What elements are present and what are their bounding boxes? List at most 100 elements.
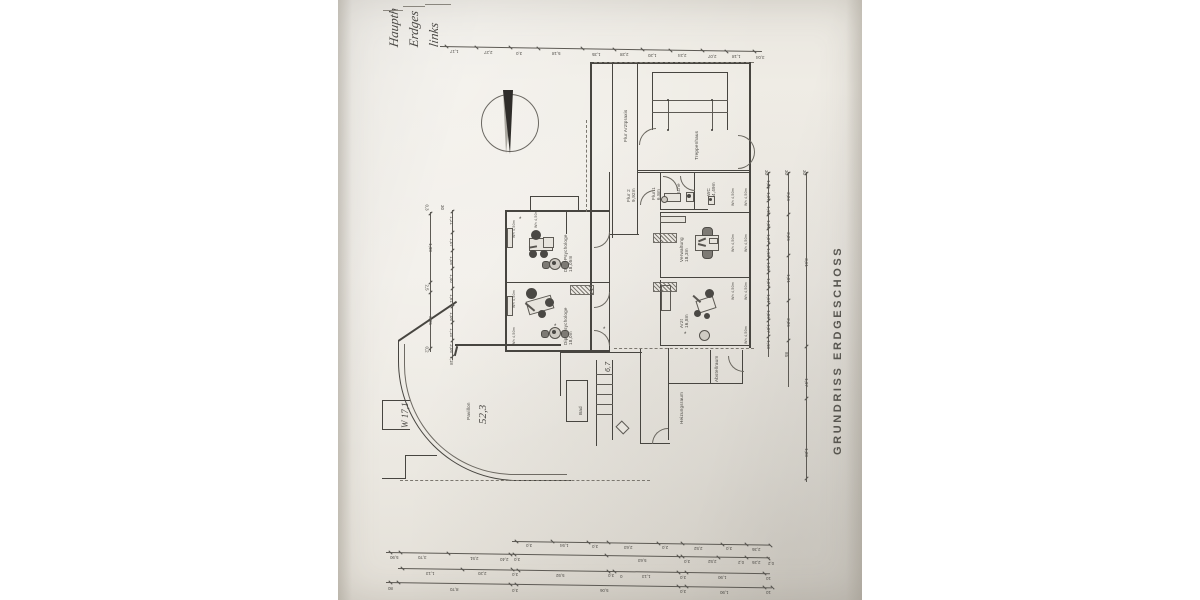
handwriting-underline-3 <box>425 4 451 5</box>
dimension-value: 1,90 <box>718 575 727 580</box>
dimension-value: 1,13 <box>765 248 771 257</box>
dimension-value: 30 <box>439 205 445 210</box>
star-marker: * <box>603 327 606 333</box>
chair-furniture <box>705 289 714 298</box>
chair-furniture <box>526 288 537 299</box>
dimension-value: 3,0 <box>526 543 533 548</box>
radiator <box>507 228 513 248</box>
dimension-value: 2,26 <box>785 232 791 241</box>
dimension-value: 1,90 <box>720 590 729 595</box>
dimension-value: 2,5 <box>424 284 430 291</box>
dimension-value: 3,0 <box>514 557 521 562</box>
wall <box>405 455 437 457</box>
star-marker: * <box>684 332 687 338</box>
wall-label: Wh 4,50m <box>744 188 748 206</box>
wall <box>455 344 561 346</box>
wall-label: Wh 4,50m <box>744 234 748 252</box>
wall <box>660 345 750 347</box>
room-area: 9,92m <box>631 188 636 202</box>
dashed-guideline <box>614 348 754 349</box>
chair-furniture <box>540 250 548 258</box>
wall-label: Wh 4,50m <box>731 234 735 252</box>
stair-wall <box>652 72 728 74</box>
wall <box>694 172 696 210</box>
paper-right-edge-shadow <box>846 0 862 600</box>
dimension-value: 2,27 <box>484 50 493 55</box>
dimension-value: 2,0 <box>662 545 669 550</box>
door-swing <box>640 190 655 205</box>
handwriting-underline-1 <box>383 10 403 11</box>
handwriting-underline-2 <box>403 6 425 7</box>
handwriting-erdgeschoss: Erdges <box>406 9 421 49</box>
dimension-value: 1,13 <box>765 206 771 215</box>
radiator <box>653 282 677 292</box>
room-area: 4,49m <box>711 182 716 196</box>
wall <box>590 62 592 352</box>
wall <box>530 196 532 211</box>
chair-furniture <box>531 230 541 240</box>
dimension-value: 1,94 <box>560 543 569 548</box>
dimension-value: 1,97 <box>803 378 809 387</box>
radiator <box>653 233 677 243</box>
dimension-value: 2,24 <box>785 192 791 201</box>
chair-furniture <box>694 310 701 317</box>
dimension-value: 1,61 <box>448 294 454 303</box>
paper-left-edge-shadow <box>338 0 352 600</box>
dimension-value: 8,70 <box>450 587 459 592</box>
dimension-value: 3,0 <box>512 572 519 577</box>
wall-label: Wh 4,50m <box>744 282 748 300</box>
star-marker: * <box>519 217 522 223</box>
dimension-value: 1,20 <box>648 53 657 58</box>
wall-label: Wh 4,50m <box>731 188 735 206</box>
dimension-value: 80 <box>388 586 393 591</box>
dimension-value: 5,06 <box>600 588 609 593</box>
dimension-value: 3,0 <box>592 544 599 549</box>
dimension-value: 2,52 <box>694 546 703 551</box>
cabinet-furniture <box>660 216 686 223</box>
wall <box>612 360 614 440</box>
wall <box>578 196 580 211</box>
wall <box>560 352 642 354</box>
dimension-value: 3,61 <box>803 258 809 267</box>
dimension-value: 1,07 <box>765 192 771 201</box>
dimension-value: 1,35 <box>592 52 601 57</box>
wall <box>637 172 750 174</box>
dimension-value: 2,20 <box>478 571 487 576</box>
dimension-value: 0 <box>620 574 623 579</box>
dimension-value: 0,2 <box>424 346 430 353</box>
washbasin-fixture <box>699 330 710 341</box>
dimension-value: 1,06 <box>448 312 454 321</box>
dimension-value: 1,18 <box>448 356 454 365</box>
wall <box>505 210 507 352</box>
dimension-value: 1,06 <box>765 310 771 319</box>
dimension-value: 2,28 <box>620 52 629 57</box>
chair-furniture <box>561 261 569 269</box>
dimension-value: 1,21 <box>448 216 454 225</box>
dimension-value: 1,07 <box>765 234 771 243</box>
wall-label: Wh 4,50m <box>512 290 516 308</box>
dashed-guideline <box>594 62 754 63</box>
dimension-value: 1,01 <box>785 274 791 283</box>
dimension-value: 2,52 <box>708 559 717 564</box>
room-label: Bad <box>578 406 583 415</box>
wall <box>749 62 751 348</box>
wall-label: Wh 4,50m <box>731 282 735 300</box>
dimension-value: 3,0 <box>684 559 691 564</box>
dimension-value: 3,0 <box>608 573 615 578</box>
dimension-value: 2,26 <box>785 318 791 327</box>
wall <box>505 282 610 284</box>
wall <box>609 172 611 352</box>
dimension-value: 2,07 <box>708 54 717 59</box>
dimension-value: 30 <box>801 170 807 175</box>
dimension-value: 5,18 <box>552 51 561 56</box>
chair-furniture <box>538 310 546 318</box>
dimension-value: 3,0 <box>512 588 519 593</box>
handwriting-haupt: Haupth <box>386 7 401 49</box>
dimension-value: 1,13 <box>642 574 651 579</box>
dashed-guideline <box>400 480 650 481</box>
handwriting-links: links <box>426 21 441 49</box>
toilet-bowl <box>709 198 712 201</box>
stair-wall <box>727 72 729 130</box>
dimension-value: 1,07 <box>448 238 454 247</box>
